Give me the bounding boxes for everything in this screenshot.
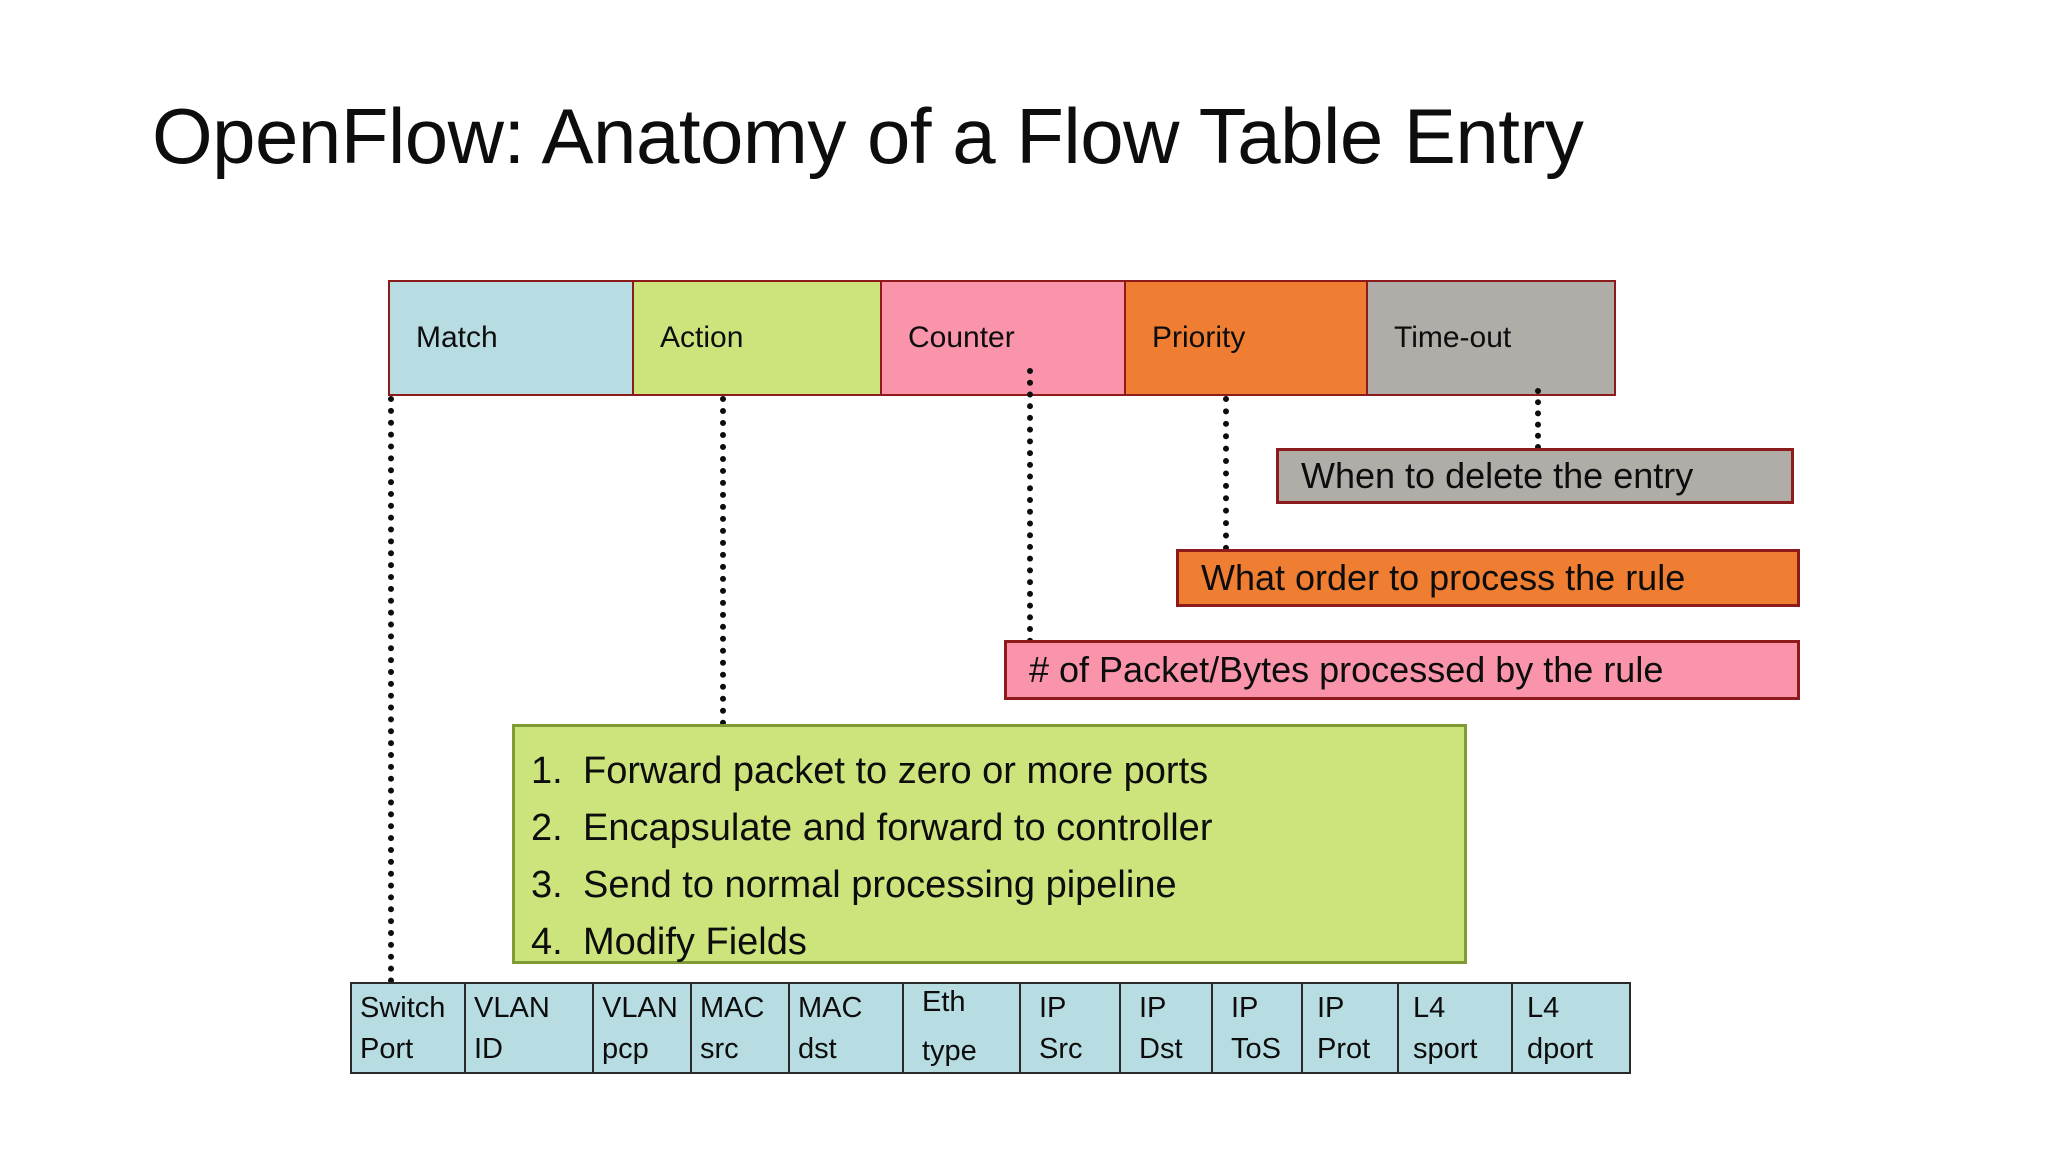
match-field-line1: L4: [1413, 992, 1446, 1024]
action-list-item: 1. Forward packet to zero or more ports: [531, 743, 1464, 800]
match-field-mac-dst[interactable]: MAC dst: [790, 984, 904, 1072]
match-field-l4-sport[interactable]: L4 sport: [1399, 984, 1513, 1072]
header-cell-match-label: Match: [416, 321, 498, 354]
callout-priority: What order to process the rule: [1176, 549, 1800, 607]
callout-timeout-text: When to delete the entry: [1301, 455, 1694, 496]
match-field-l4-dport[interactable]: L4 dport: [1513, 984, 1629, 1072]
match-field-line2: src: [700, 1033, 739, 1065]
match-field-line1: MAC: [798, 992, 863, 1024]
match-field-line2: dst: [798, 1033, 837, 1065]
match-field-line1: IP: [1139, 992, 1167, 1024]
match-fields-row: Switch Port VLAN ID VLAN pcp MAC src MAC…: [350, 982, 1631, 1074]
page-title: OpenFlow: Anatomy of a Flow Table Entry: [152, 92, 1584, 180]
match-field-line2: dport: [1527, 1033, 1594, 1065]
match-field-ip-prot[interactable]: IP Prot: [1303, 984, 1399, 1072]
action-list-item-number: 3.: [531, 864, 563, 906]
action-list-item-number: 2.: [531, 807, 563, 849]
action-list-item-text: Send to normal processing pipeline: [583, 864, 1177, 906]
match-field-line1: IP: [1231, 992, 1259, 1024]
match-field-line2: ID: [474, 1033, 503, 1065]
connector-line-counter: [1027, 368, 1033, 644]
match-field-eth-type[interactable]: Eth type: [904, 984, 1021, 1072]
match-field-line1: IP: [1317, 992, 1345, 1024]
match-field-mac-src[interactable]: MAC src: [692, 984, 790, 1072]
match-field-line1: Eth: [922, 986, 966, 1018]
connector-line-action: [720, 396, 726, 726]
match-field-line1: L4: [1527, 992, 1560, 1024]
action-list-item-text: Forward packet to zero or more ports: [583, 750, 1209, 792]
header-cell-timeout-label: Time-out: [1394, 321, 1512, 354]
connector-line-priority: [1223, 396, 1229, 551]
match-field-ip-dst[interactable]: IP Dst: [1121, 984, 1213, 1072]
header-cell-match[interactable]: Match: [390, 282, 634, 394]
match-field-line2: Dst: [1139, 1033, 1183, 1065]
action-list-item-number: 4.: [531, 921, 563, 963]
header-cell-priority[interactable]: Priority: [1126, 282, 1368, 394]
action-list-item: 2. Encapsulate and forward to controller: [531, 800, 1464, 857]
action-list-item-text: Modify Fields: [583, 921, 807, 963]
header-cell-priority-label: Priority: [1152, 321, 1246, 354]
match-field-line1: MAC: [700, 992, 765, 1024]
connector-line-timeout: [1535, 388, 1541, 450]
match-field-ip-src[interactable]: IP Src: [1021, 984, 1121, 1072]
callout-priority-text: What order to process the rule: [1201, 557, 1686, 598]
match-field-line2: pcp: [602, 1033, 649, 1065]
callout-counter-text: # of Packet/Bytes processed by the rule: [1029, 649, 1664, 690]
action-list-item: 3. Send to normal processing pipeline: [531, 857, 1464, 914]
callout-timeout: When to delete the entry: [1276, 448, 1794, 504]
match-field-switch-port[interactable]: Switch Port: [352, 984, 466, 1072]
action-list-item-number: 1.: [531, 750, 563, 792]
match-field-line2: type: [922, 1035, 977, 1067]
match-field-line2: Src: [1039, 1033, 1083, 1065]
callout-action-list: 1. Forward packet to zero or more ports …: [512, 724, 1467, 964]
match-field-line2: Prot: [1317, 1033, 1371, 1065]
match-field-line1: VLAN: [474, 992, 550, 1024]
callout-counter: # of Packet/Bytes processed by the rule: [1004, 640, 1800, 700]
match-field-line1: VLAN: [602, 992, 678, 1024]
match-field-ip-tos[interactable]: IP ToS: [1213, 984, 1303, 1072]
header-cell-timeout[interactable]: Time-out: [1368, 282, 1614, 394]
header-cell-counter[interactable]: Counter: [882, 282, 1126, 394]
action-list-item: 4. Modify Fields: [531, 914, 1464, 971]
header-cell-counter-label: Counter: [908, 321, 1015, 354]
match-field-vlan-pcp[interactable]: VLAN pcp: [594, 984, 692, 1072]
match-field-line2: sport: [1413, 1033, 1478, 1065]
match-field-line1: Switch: [360, 992, 446, 1024]
match-field-line2: Port: [360, 1033, 414, 1065]
match-field-line1: IP: [1039, 992, 1067, 1024]
header-cell-action-label: Action: [660, 321, 744, 354]
match-field-line2: ToS: [1231, 1033, 1281, 1065]
flow-entry-header-bar: Match Action Counter Priority Time-out: [388, 280, 1616, 396]
connector-line-match: [388, 396, 394, 984]
action-list-item-text: Encapsulate and forward to controller: [583, 807, 1213, 849]
header-cell-action[interactable]: Action: [634, 282, 882, 394]
match-field-vlan-id[interactable]: VLAN ID: [466, 984, 594, 1072]
